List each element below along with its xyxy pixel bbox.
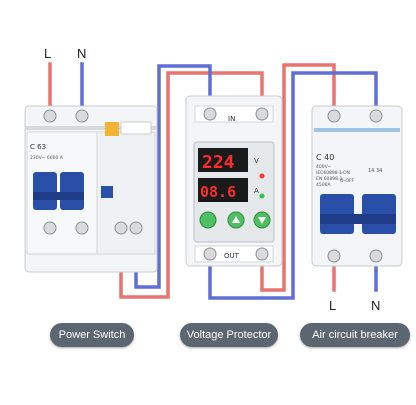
set-button[interactable] — [199, 211, 217, 229]
breaker-model: C 40 — [316, 153, 334, 162]
current-display-unit: A — [254, 187, 259, 195]
terminal-screw — [43, 109, 57, 123]
current-display — [198, 178, 248, 202]
power-switch-toggle-right[interactable] — [60, 172, 84, 210]
protector-out-label: OUT — [224, 252, 240, 260]
power-switch-model: C 63 — [30, 143, 46, 151]
up-arrow-icon — [232, 216, 240, 223]
down-arrow-icon — [258, 217, 266, 224]
terminal-screw — [114, 221, 128, 235]
air-breaker-device: C 40 400V~ IEC60898-1 EN 60898-1 4500A I… — [311, 105, 403, 267]
terminal-screw — [255, 247, 269, 261]
terminal-screw — [203, 107, 217, 121]
neutral-wire-protector-to-breaker — [208, 71, 378, 300]
breaker-spec-line: 400V~ — [316, 164, 332, 170]
voltage-display-unit: V — [254, 157, 259, 165]
breaker-spec-line: IEC60898-1 — [316, 170, 342, 176]
live-wire-switch-to-protector — [119, 71, 264, 299]
bottom-neutral-label: N — [371, 298, 381, 313]
voltage-display-value: 224 — [202, 152, 235, 173]
status-led — [259, 193, 265, 199]
terminal-screw — [327, 109, 341, 123]
breaker-terminals: 14 34 — [368, 168, 382, 174]
protector-in-label: IN — [228, 115, 235, 123]
caption-power-switch: Power Switch — [50, 323, 134, 347]
breaker-spec-line: 4500A — [316, 182, 331, 188]
bottom-live-label: L — [329, 298, 337, 313]
terminal-screw — [327, 249, 341, 263]
terminal-screw — [75, 221, 89, 235]
power-switch-toggle-left[interactable] — [33, 172, 57, 210]
terminal-screw — [203, 247, 217, 261]
wires — [48, 62, 378, 300]
voltage-protector-device: IN 224 V 08.6 A OUT — [185, 95, 283, 267]
breaker-spec-line: EN 60898-1 — [316, 176, 343, 182]
current-display-value: 08.6 — [200, 183, 236, 201]
terminal-screw — [75, 109, 89, 123]
terminal-screw — [369, 249, 383, 263]
caption-air-breaker: Air circuit breaker — [300, 323, 410, 347]
terminal-screw — [43, 221, 57, 235]
voltage-display — [198, 148, 248, 172]
power-switch-panel-text: 230V~ 6000 A — [30, 155, 64, 161]
terminal-screw — [369, 109, 383, 123]
neutral-wire-switch-to-protector — [134, 64, 212, 289]
status-led — [259, 173, 265, 179]
breaker-on-label: I-ON — [340, 170, 350, 176]
top-neutral-label: N — [77, 46, 87, 61]
terminal-screw — [129, 221, 143, 235]
power-switch-device: C 63 230V~ 6000 A — [24, 105, 158, 273]
breaker-off-label: O-OFF — [340, 178, 355, 184]
test-button[interactable] — [101, 186, 113, 198]
top-live-label: L — [44, 46, 52, 61]
caption-voltage-protector: Voltage Protector — [180, 323, 278, 347]
terminal-screw — [255, 107, 269, 121]
